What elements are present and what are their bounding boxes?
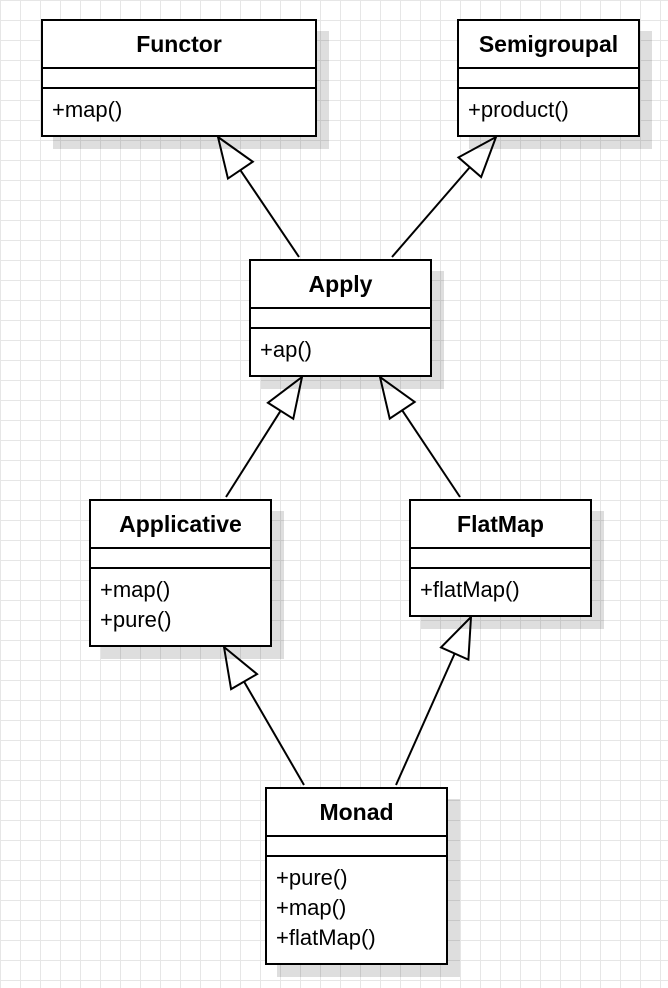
generalization-monad-to-flatmap [395, 614, 473, 786]
class-monad-operations: +pure() +map() +flatMap() [267, 857, 446, 957]
operation-product: +product() [468, 97, 569, 122]
generalization-apply-to-semigroupal [391, 134, 498, 258]
inheritance-line [395, 653, 456, 786]
hollow-triangle-arrowhead [439, 614, 473, 662]
class-apply[interactable]: Apply +ap() [249, 259, 432, 377]
operation-flatmap: +flatMap() [276, 925, 376, 950]
class-semigroupal[interactable]: Semigroupal +product() [457, 19, 640, 137]
class-semigroupal-name: Semigroupal [459, 21, 638, 69]
inheritance-line [391, 166, 471, 258]
inheritance-line [243, 681, 305, 786]
generalization-flatmap-to-apply [378, 374, 461, 498]
operation-ap: +ap() [260, 337, 312, 362]
class-applicative-name: Applicative [91, 501, 270, 549]
class-monad[interactable]: Monad +pure() +map() +flatMap() [265, 787, 448, 965]
class-flatmap-name: FlatMap [411, 501, 590, 549]
class-flatmap[interactable]: FlatMap +flatMap() [409, 499, 592, 617]
operation-pure: +pure() [276, 865, 348, 890]
operation-pure: +pure() [100, 607, 172, 632]
class-semigroupal-attributes [459, 69, 638, 89]
class-apply-operations: +ap() [251, 329, 430, 369]
class-applicative[interactable]: Applicative +map() +pure() [89, 499, 272, 647]
class-semigroupal-operations: +product() [459, 89, 638, 129]
inheritance-line [401, 409, 461, 498]
inheritance-line [239, 169, 300, 258]
class-monad-name: Monad [267, 789, 446, 837]
hollow-triangle-arrowhead [216, 134, 255, 181]
class-flatmap-operations: +flatMap() [411, 569, 590, 609]
hollow-triangle-arrowhead [222, 644, 259, 691]
class-applicative-attributes [91, 549, 270, 569]
operation-map: +map() [100, 577, 171, 602]
generalization-monad-to-applicative [222, 644, 305, 786]
operation-flatmap: +flatMap() [420, 577, 520, 602]
operation-map: +map() [276, 895, 347, 920]
class-functor-operations: +map() [43, 89, 315, 129]
generalization-applicative-to-apply [225, 374, 304, 498]
class-apply-attributes [251, 309, 430, 329]
class-applicative-operations: +map() +pure() [91, 569, 270, 639]
class-monad-attributes [267, 837, 446, 857]
class-flatmap-attributes [411, 549, 590, 569]
generalization-apply-to-functor [216, 134, 300, 258]
inheritance-line [225, 410, 282, 498]
hollow-triangle-arrowhead [456, 134, 498, 179]
class-functor-attributes [43, 69, 315, 89]
operation-map: +map() [52, 97, 123, 122]
hollow-triangle-arrowhead [378, 374, 417, 421]
class-functor-name: Functor [43, 21, 315, 69]
class-apply-name: Apply [251, 261, 430, 309]
class-functor[interactable]: Functor +map() [41, 19, 317, 137]
hollow-triangle-arrowhead [266, 374, 304, 421]
